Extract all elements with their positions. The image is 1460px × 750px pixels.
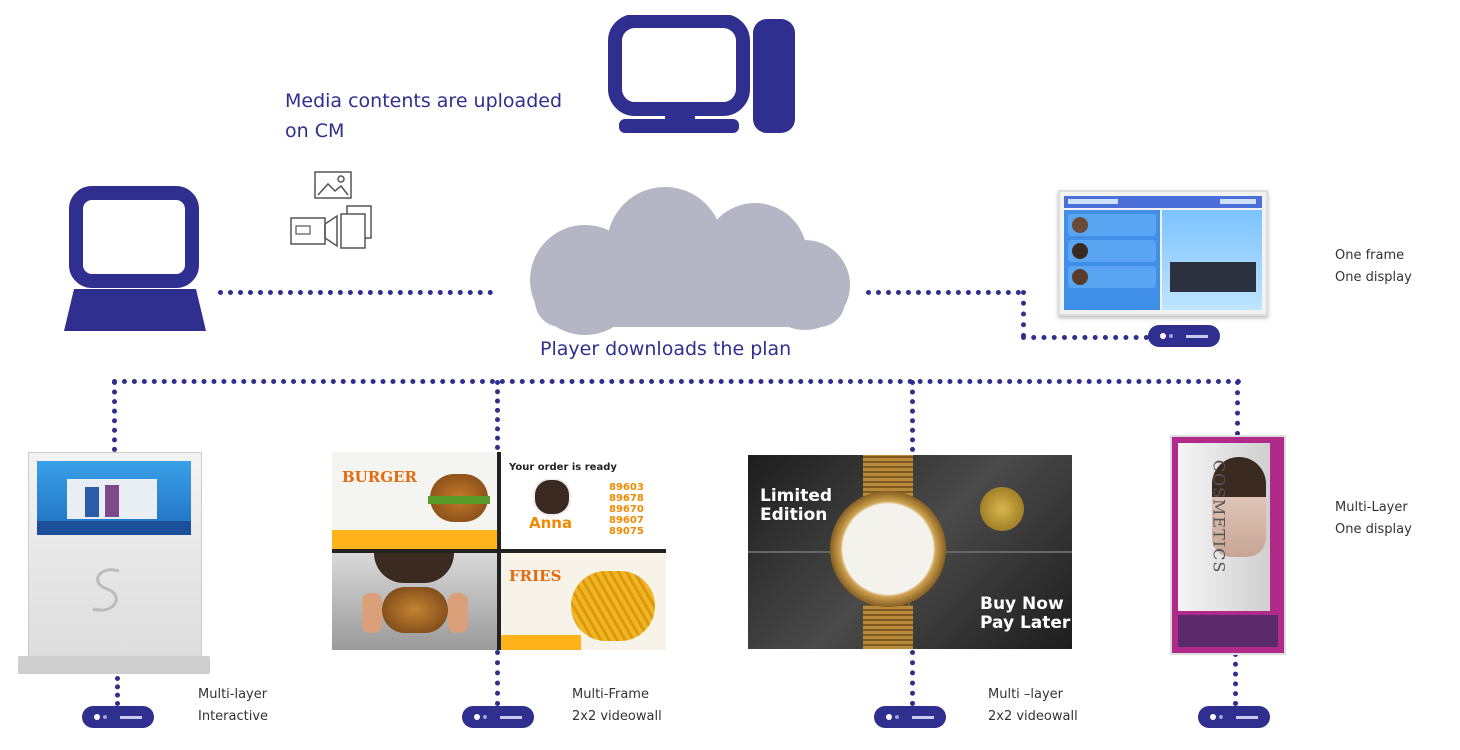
eating-tile: [332, 553, 497, 650]
display-player-link: [1021, 335, 1149, 340]
warranty-badge: [980, 487, 1024, 531]
cosmetics-poster: COSMETICS: [1170, 435, 1286, 655]
watch-player-link: [910, 650, 915, 706]
watch-cta: Buy Now Pay Later: [980, 594, 1071, 633]
upload-caption: Media contents are uploaded on CM: [285, 90, 563, 142]
burger-tile: BURGER: [332, 452, 497, 549]
kiosk-player-link: [115, 676, 120, 706]
poster-player-link: [1233, 652, 1238, 706]
cloud-display-link: [866, 290, 1021, 295]
distribution-bus: [112, 379, 1242, 384]
drop-food-wall: [495, 380, 500, 450]
watch-face: [830, 491, 946, 607]
fries-tile: FRIES: [501, 553, 666, 650]
interactive-kiosk: [28, 452, 202, 666]
player-device-kiosk: [82, 706, 154, 728]
kiosk-label: Multi-layer Interactive: [198, 687, 269, 724]
order-numbers: 89603 89678 89670 89607 89075: [609, 482, 644, 537]
cloud-icon: [530, 187, 850, 335]
player-device-one-frame: [1148, 325, 1220, 347]
kiosk-logo-icon: [92, 568, 120, 612]
player-device-watch-wall: [874, 706, 946, 728]
laptop-cloud-link: [218, 290, 493, 295]
cm-monitor-icon: [608, 15, 795, 133]
one-frame-label: One frame One display: [1335, 248, 1412, 285]
cloud-caption: Player downloads the plan: [540, 338, 792, 360]
drop-kiosk: [112, 380, 117, 452]
one-frame-display: [1058, 190, 1268, 316]
multi-layer-one-label: Multi-Layer One display: [1335, 500, 1412, 537]
drop-watch-wall: [910, 380, 915, 452]
customer-name: Anna: [529, 514, 573, 532]
watch-wall-label: Multi –layer 2x2 videowall: [988, 687, 1078, 724]
player-device-poster: [1198, 706, 1270, 728]
fries-title: FRIES: [509, 567, 562, 585]
burger-title: BURGER: [342, 468, 417, 486]
media-files-icon: [290, 171, 372, 249]
food-videowall: BURGER Your order is ready Anna 89603 89…: [332, 452, 666, 650]
order-title: Your order is ready: [509, 462, 617, 473]
watch-headline: Limited Edition: [760, 486, 833, 525]
kiosk-base: [18, 656, 210, 674]
player-device-food-wall: [462, 706, 534, 728]
display-drop-link: [1021, 290, 1026, 338]
poster-title: COSMETICS: [1209, 459, 1229, 574]
laptop-icon: [64, 186, 206, 331]
food-player-link: [495, 650, 500, 706]
kiosk-screen: [37, 461, 191, 535]
food-wall-label: Multi-Frame 2x2 videowall: [572, 687, 662, 724]
watch-videowall: Limited Edition Buy Now Pay Later: [748, 455, 1072, 649]
order-tile: Your order is ready Anna 89603 89678 896…: [501, 452, 666, 549]
drop-poster: [1235, 380, 1240, 436]
